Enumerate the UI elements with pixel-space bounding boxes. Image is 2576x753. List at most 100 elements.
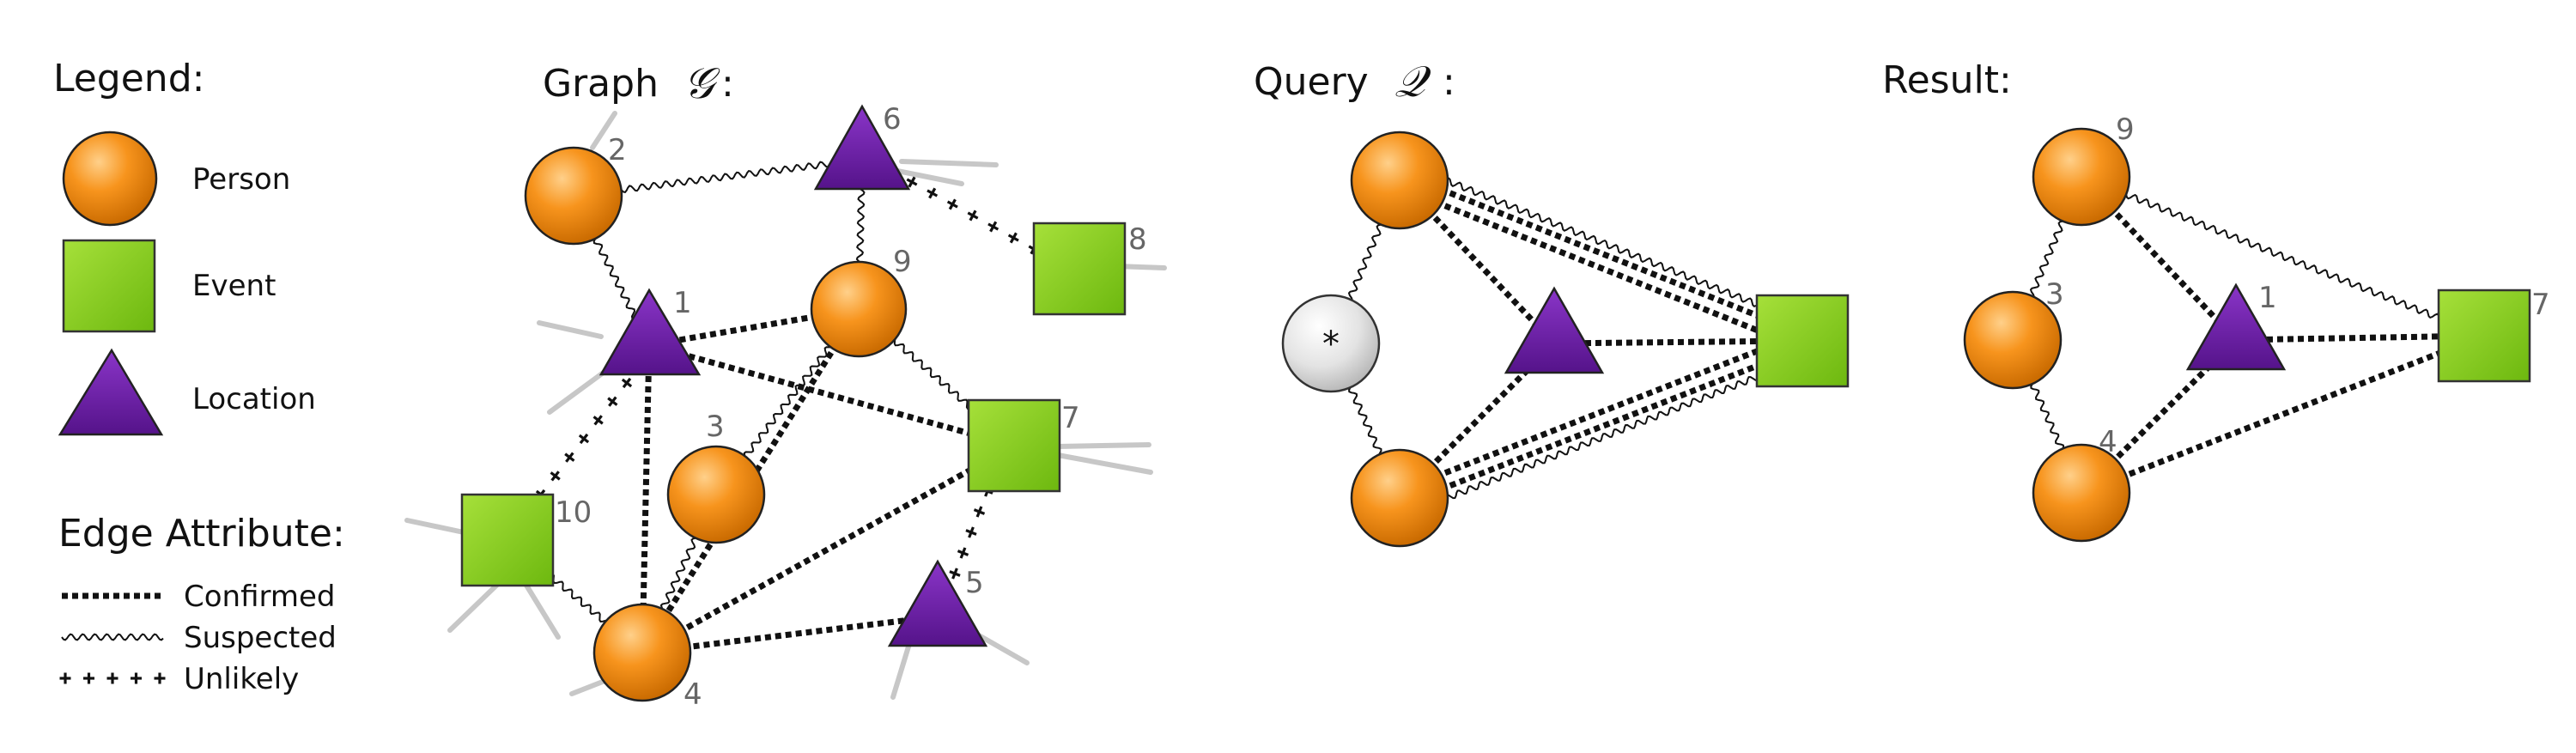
cross-mark bbox=[592, 416, 604, 425]
graph-title: Graph 𝒢 : bbox=[543, 58, 734, 108]
cross-mark bbox=[969, 210, 977, 222]
cross-mark bbox=[957, 550, 969, 556]
query-edge-bottom-event-confirmed bbox=[1395, 331, 1801, 495]
stub-node-5b bbox=[976, 633, 1030, 665]
cross-mark bbox=[578, 434, 590, 444]
wildcard-symbol: * bbox=[1322, 325, 1340, 364]
query-node-person-bottom bbox=[1350, 448, 1449, 548]
query-title-text: Query bbox=[1254, 60, 1369, 104]
legend: Legend: Person Event Location Edge Attri… bbox=[53, 57, 345, 696]
cross-mark bbox=[965, 529, 977, 536]
result-node-9-number: 9 bbox=[2116, 112, 2135, 147]
stub-node-1 bbox=[537, 320, 604, 339]
result-edge-4-7-confirmed bbox=[2080, 332, 2486, 496]
result-edge-9-7-suspected bbox=[2081, 176, 2485, 337]
graph-node-6-location bbox=[813, 104, 911, 191]
graph-node-3-person bbox=[666, 445, 766, 544]
cross-mark bbox=[948, 198, 957, 210]
cross-mark bbox=[607, 397, 618, 406]
graph-node-9-number: 9 bbox=[893, 245, 912, 279]
result-graph bbox=[1963, 127, 2531, 543]
legend-location-icon bbox=[58, 348, 164, 436]
legend-person-icon bbox=[62, 131, 158, 227]
legend-title: Legend: bbox=[53, 57, 204, 100]
legend-unlikely-label: Unlikely bbox=[184, 662, 299, 696]
query-edge-bottom-event-suspected bbox=[1405, 354, 1807, 517]
graph-node-8-number: 8 bbox=[1128, 222, 1147, 257]
legend-person-label: Person bbox=[192, 162, 290, 197]
cross-mark bbox=[621, 378, 633, 388]
cross-mark bbox=[973, 508, 986, 515]
cross-mark bbox=[989, 221, 998, 233]
query-symbol: 𝒬 bbox=[1394, 57, 1431, 106]
query-edge-top-event-suspected bbox=[1405, 163, 1809, 325]
graph-node-6-number: 6 bbox=[883, 102, 902, 137]
query-node-person-top bbox=[1350, 131, 1449, 230]
graph-node-10-number: 10 bbox=[555, 495, 592, 530]
graph-node-1-number: 1 bbox=[673, 286, 692, 320]
graph-node-4-number: 4 bbox=[683, 677, 702, 712]
result-node-4-number: 4 bbox=[2099, 425, 2117, 459]
graph-node-9-person bbox=[810, 260, 908, 358]
stub-node-10b bbox=[447, 581, 501, 633]
stub-node-2 bbox=[590, 111, 617, 150]
graph-edge-4-7-confirmed bbox=[641, 442, 1016, 656]
edge-legend-title: Edge Attribute: bbox=[58, 512, 345, 556]
legend-event-label: Event bbox=[192, 269, 276, 303]
graph-node-2-number: 2 bbox=[608, 133, 627, 167]
stub-node-10 bbox=[404, 518, 466, 535]
query-node-location bbox=[1504, 286, 1605, 374]
result-node-4-person bbox=[2032, 443, 2131, 543]
query-edge-top-event-confirmed-2 bbox=[1395, 184, 1801, 350]
query-title: Query 𝒬 : bbox=[1254, 57, 1455, 106]
edges bbox=[506, 156, 2486, 656]
graph-edge-7-5-unlikely bbox=[949, 485, 993, 580]
stub-node-6b bbox=[890, 167, 964, 186]
cross-mark bbox=[928, 187, 937, 199]
stub-node-7 bbox=[1055, 442, 1151, 449]
query-edge-top-loc-confirmed bbox=[1397, 178, 1557, 346]
query-title-colon: : bbox=[1443, 60, 1455, 104]
legend-suspected-line bbox=[61, 633, 164, 641]
result-node-7-event bbox=[2437, 288, 2531, 383]
graph-node-7-number: 7 bbox=[1061, 401, 1080, 435]
legend-event-icon bbox=[62, 239, 156, 333]
result-node-9-person bbox=[2032, 127, 2131, 227]
graph-node-1-location bbox=[598, 288, 702, 376]
query-edge-top-event-confirmed bbox=[1400, 171, 1807, 337]
legend-unlikely-marks bbox=[59, 672, 166, 684]
graph-edge-9-4-confirmed bbox=[640, 307, 861, 654]
result-node-7-number: 7 bbox=[2531, 288, 2550, 322]
graph-symbol: 𝒢 bbox=[683, 58, 720, 108]
cross-mark bbox=[908, 176, 916, 188]
result-node-1-number: 1 bbox=[2258, 281, 2277, 315]
graph-node-2-person bbox=[524, 146, 623, 246]
legend-unlikely-line bbox=[59, 672, 166, 684]
graph-edge-6-8-unlikely bbox=[906, 176, 1040, 255]
result-node-1-location bbox=[2185, 282, 2287, 371]
result-node-3-person bbox=[1963, 290, 2063, 390]
cross-mark bbox=[564, 452, 575, 462]
legend-suspected-label: Suspected bbox=[184, 621, 337, 655]
query-node-wildcard bbox=[1281, 294, 1381, 393]
query-edge-bottom-event-confirmed-2 bbox=[1400, 344, 1807, 507]
stub-node-6 bbox=[899, 159, 999, 167]
cross-mark bbox=[550, 471, 561, 481]
stub-node-7b bbox=[1055, 452, 1153, 475]
graph-g bbox=[460, 104, 1127, 702]
stub-node-1b bbox=[547, 367, 611, 415]
graph-node-8-event bbox=[1032, 222, 1127, 316]
legend-location-label: Location bbox=[192, 382, 316, 416]
graph-node-3-number: 3 bbox=[706, 410, 725, 444]
result-edge-9-1-confirmed bbox=[2079, 174, 2239, 343]
cross-mark bbox=[1009, 232, 1018, 244]
cross-mark bbox=[949, 570, 961, 577]
query-node-event bbox=[1755, 294, 1850, 388]
graph-node-5-location bbox=[887, 559, 988, 647]
graph-node-10-event bbox=[460, 493, 555, 587]
result-title: Result: bbox=[1882, 58, 2012, 102]
legend-confirmed-label: Confirmed bbox=[184, 580, 336, 614]
graph-node-4-person bbox=[592, 603, 692, 702]
graph-node-7-event bbox=[967, 398, 1061, 493]
